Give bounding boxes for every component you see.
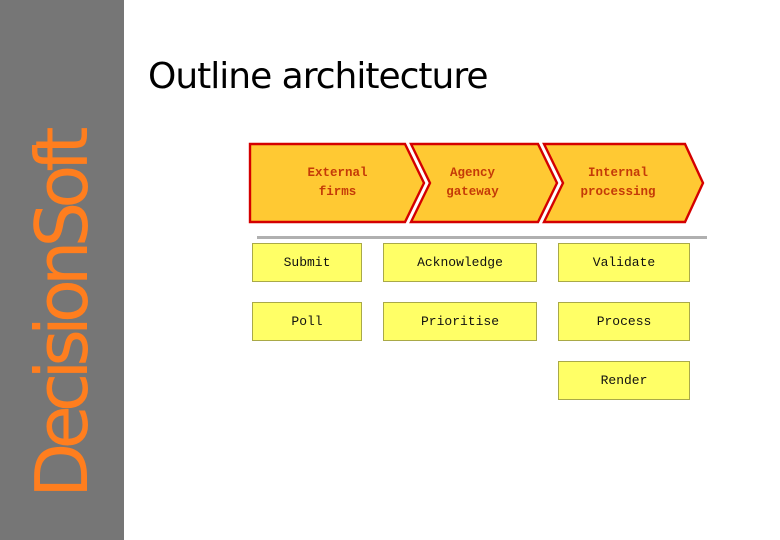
process-box-render: Render — [558, 361, 690, 400]
chevron-label-external-firms: External firms — [307, 166, 368, 199]
page-title: Outline architecture — [148, 56, 489, 97]
chevron-label-internal-processing: Internal processing — [580, 166, 656, 199]
process-box-submit: Submit — [252, 243, 362, 282]
banner-drop-shadow — [257, 236, 707, 239]
chevron-agency-gateway — [409, 142, 559, 224]
chevron-label-agency-gateway: Agency gateway — [446, 166, 499, 199]
process-box-validate: Validate — [558, 243, 690, 282]
chevron-internal-processing — [542, 142, 705, 224]
chevron-external-firms — [248, 142, 426, 224]
process-box-prioritise: Prioritise — [383, 302, 537, 341]
process-banner-diagram — [248, 142, 707, 239]
process-box-acknowledge: Acknowledge — [383, 243, 537, 282]
brand-sidebar: DecisionSoft — [0, 0, 124, 540]
process-box-process: Process — [558, 302, 690, 341]
brand-text: DecisionSoft — [20, 133, 104, 498]
process-box-poll: Poll — [252, 302, 362, 341]
